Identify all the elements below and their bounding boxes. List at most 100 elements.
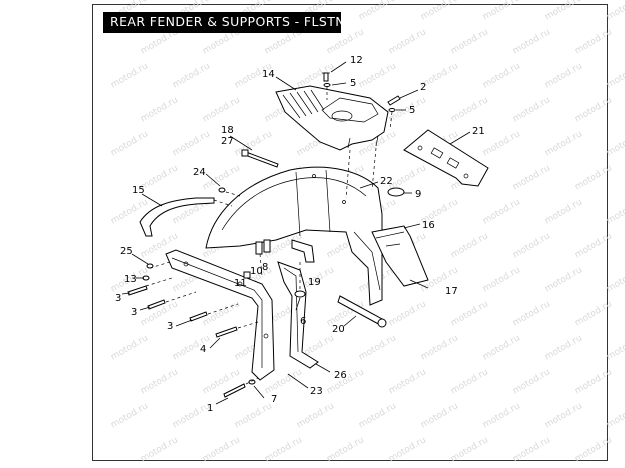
watermark-text: motod.ru: [449, 231, 490, 260]
screw-4: [215, 326, 238, 338]
watermark-text: motod.ru: [543, 61, 584, 90]
bracket-8: [263, 239, 271, 253]
watermark-text: motod.ru: [543, 265, 584, 294]
callout-label: 10: [250, 266, 263, 277]
luggage-rack: [275, 85, 389, 151]
callout-label: 3: [115, 293, 121, 304]
clip-19: [291, 239, 315, 263]
fender-support-left-23: [165, 249, 275, 381]
watermark-text: motod.ru: [511, 435, 552, 464]
callout-label: 17: [445, 286, 458, 297]
callout-label: 24: [193, 167, 206, 178]
watermark-text: motod.ru: [201, 367, 242, 396]
watermark-text: motod.ru: [357, 0, 398, 23]
watermark-text: motod.ru: [605, 401, 625, 430]
callout-label: 18: [221, 125, 234, 136]
screw-1: [223, 383, 246, 398]
watermark-text: motod.ru: [449, 95, 490, 124]
title-bar: REAR FENDER & SUPPORTS - FLSTN: [103, 12, 345, 33]
watermark-text: motod.ru: [139, 367, 180, 396]
watermark-text: motod.ru: [573, 231, 614, 260]
leader-lines: [121, 61, 471, 405]
screw-3-b: [147, 299, 166, 310]
watermark-text: motod.ru: [171, 401, 212, 430]
watermark-text: motod.ru: [171, 61, 212, 90]
callout-label: 5: [409, 105, 415, 116]
watermark-text: motod.ru: [511, 299, 552, 328]
nut-24: [218, 187, 226, 193]
watermark-text: motod.ru: [511, 95, 552, 124]
watermark-text: motod.ru: [419, 0, 460, 23]
watermark-text: motod.ru: [573, 95, 614, 124]
watermark-text: motod.ru: [573, 27, 614, 56]
callout-label: 20: [332, 324, 345, 335]
callout-label: 4: [200, 344, 206, 355]
watermark-text: motod.ru: [543, 129, 584, 158]
callout-label: 6: [300, 316, 306, 327]
watermark-text: motod.ru: [449, 435, 490, 464]
watermark-text: motod.ru: [511, 231, 552, 260]
watermark-text: motod.ru: [357, 333, 398, 362]
screw-3-a: [127, 285, 148, 296]
watermark-text: motod.ru: [263, 435, 304, 464]
watermark-text: motod.ru: [233, 401, 274, 430]
watermark-text: motod.ru: [605, 129, 625, 158]
watermark-text: motod.ru: [233, 129, 274, 158]
callout-label: 23: [310, 386, 323, 397]
watermark-text: motod.ru: [387, 367, 428, 396]
nut-11: [243, 271, 251, 279]
watermark-text: motod.ru: [573, 367, 614, 396]
watermark-text: motod.ru: [139, 435, 180, 464]
screw-3-c: [189, 311, 208, 322]
screw-2: [387, 95, 401, 106]
callout-label: 26: [334, 370, 347, 381]
bolt-18-27: [241, 149, 279, 168]
watermark-text: motod.ru: [605, 61, 625, 90]
callout-label: 19: [308, 277, 321, 288]
callout-label: 25: [120, 246, 133, 257]
fender-template-21: [403, 129, 489, 187]
watermark-text: motod.ru: [357, 61, 398, 90]
watermark-text: motod.ru: [357, 401, 398, 430]
watermark-text: motod.ru: [481, 401, 522, 430]
washer-6: [294, 290, 306, 298]
watermark-text: motod.ru: [481, 265, 522, 294]
taillight-pad-17: [371, 225, 429, 287]
watermark-text: motod.ru: [481, 333, 522, 362]
watermark-text: motod.ru: [605, 197, 625, 226]
watermark-text: motod.ru: [449, 299, 490, 328]
callout-label: 14: [262, 69, 275, 80]
watermark-text: motod.ru: [605, 333, 625, 362]
watermark-text: motod.ru: [325, 435, 366, 464]
watermark-text: motod.ru: [511, 163, 552, 192]
watermark-text: motod.ru: [605, 265, 625, 294]
callout-label: 1: [207, 403, 213, 414]
callout-label: 21: [472, 126, 485, 137]
watermark-text: motod.ru: [295, 401, 336, 430]
watermark-text: motod.ru: [481, 0, 522, 23]
washer-9: [387, 187, 405, 197]
watermark-text: motod.ru: [543, 401, 584, 430]
callout-label: 27: [221, 136, 234, 147]
fender-support-right-26: [277, 261, 319, 369]
watermark-text: motod.ru: [139, 95, 180, 124]
watermark-text: motod.ru: [543, 333, 584, 362]
washer-7: [248, 379, 256, 385]
rear-fender-22: [205, 166, 383, 306]
watermark-text: motod.ru: [139, 163, 180, 192]
callout-label: 11: [234, 278, 247, 289]
callout-label: 7: [271, 394, 277, 405]
diagram-title: REAR FENDER & SUPPORTS - FLSTN: [110, 14, 346, 29]
callout-label: 3: [131, 307, 137, 318]
callout-label: 3: [167, 321, 173, 332]
watermark-text: motod.ru: [481, 61, 522, 90]
spacer-10: [255, 241, 263, 255]
callout-label: 16: [422, 220, 435, 231]
mounting-bar-20: [337, 295, 387, 328]
callout-label: 22: [380, 176, 393, 187]
watermark-text: motod.ru: [201, 435, 242, 464]
callout-label: 12: [350, 55, 363, 66]
watermark-text: motod.ru: [109, 129, 150, 158]
watermark-text: motod.ru: [543, 0, 584, 23]
watermark-text: motod.ru: [605, 0, 625, 23]
